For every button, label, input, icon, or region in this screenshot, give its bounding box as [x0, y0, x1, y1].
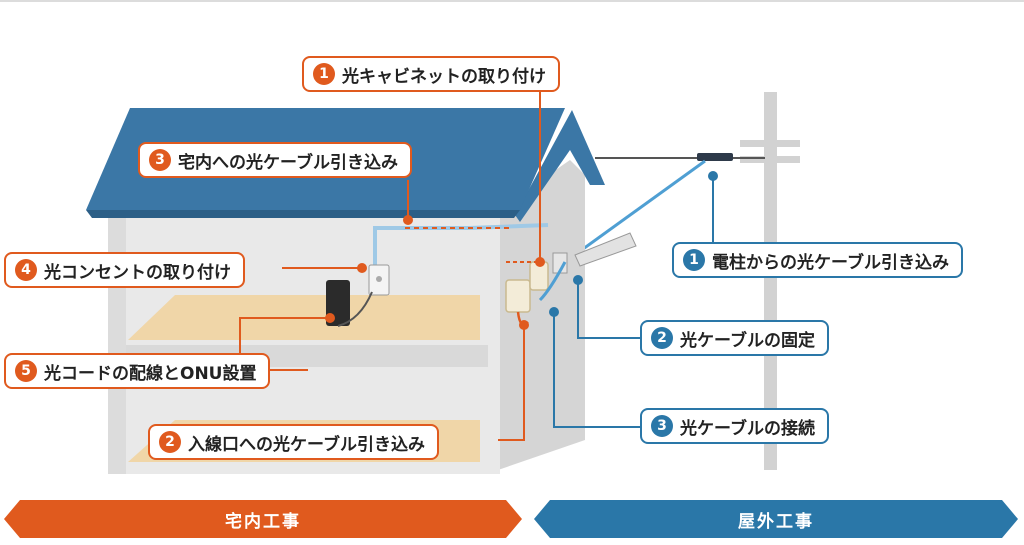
step-number-badge: 2: [651, 327, 673, 349]
optical-cabinet: [505, 279, 531, 313]
utility-pole: [740, 92, 800, 470]
top-divider: [0, 0, 1024, 2]
step-number-badge: 3: [651, 415, 673, 437]
optical-cord: [337, 291, 373, 327]
indoor-work-banner: 宅内工事: [4, 500, 522, 538]
callout-cable-connect-label: 光ケーブルの接続: [680, 418, 815, 439]
step-number-badge: 3: [149, 149, 171, 171]
callout-entry-cable-label: 入線口への光ケーブル引き込み: [188, 434, 425, 455]
pole-to-house-cable: [564, 159, 706, 264]
cable-hook: [574, 232, 637, 267]
step-number-badge: 5: [15, 360, 37, 382]
callout-cabinet-label: 光キャビネットの取り付け: [342, 66, 546, 87]
step-number-badge: 1: [683, 249, 705, 271]
house-side-roof: [515, 110, 605, 222]
callout-entry-cable: 2 入線口への光ケーブル引き込み: [148, 424, 439, 460]
callout-indoor-cable: 3 宅内への光ケーブル引き込み: [138, 142, 412, 178]
callout-outlet-label: 光コンセントの取り付け: [44, 262, 231, 283]
callout-cable-fix: 2 光ケーブルの固定: [640, 320, 829, 356]
callout-onu: 5 光コードの配線とONU設置: [4, 353, 271, 389]
callout-cable-connect: 3 光ケーブルの接続: [640, 408, 829, 444]
indoor-cable: [373, 223, 549, 265]
step-number-badge: 1: [313, 63, 335, 85]
house-side-wall: [498, 160, 585, 470]
callout-onu-label: 光コードの配線とONU設置: [44, 363, 257, 384]
step-number-badge: 2: [159, 431, 181, 453]
closure-icon: [697, 153, 733, 161]
callout-cabinet: 1 光キャビネットの取り付け: [302, 56, 560, 92]
outdoor-work-banner: 屋外工事: [534, 500, 1018, 538]
exterior-cable: [538, 261, 567, 302]
callout-outlet: 4 光コンセントの取り付け: [4, 252, 245, 288]
callout-indoor-cable-label: 宅内への光ケーブル引き込み: [178, 152, 398, 173]
roof-edge: [86, 210, 520, 218]
callout-pole-cable-label: 電柱からの光ケーブル引き込み: [712, 252, 949, 273]
step-number-badge: 4: [15, 259, 37, 281]
callout-cable-fix-label: 光ケーブルの固定: [680, 330, 815, 351]
callout-pole-cable: 1 電柱からの光ケーブル引き込み: [672, 242, 963, 278]
